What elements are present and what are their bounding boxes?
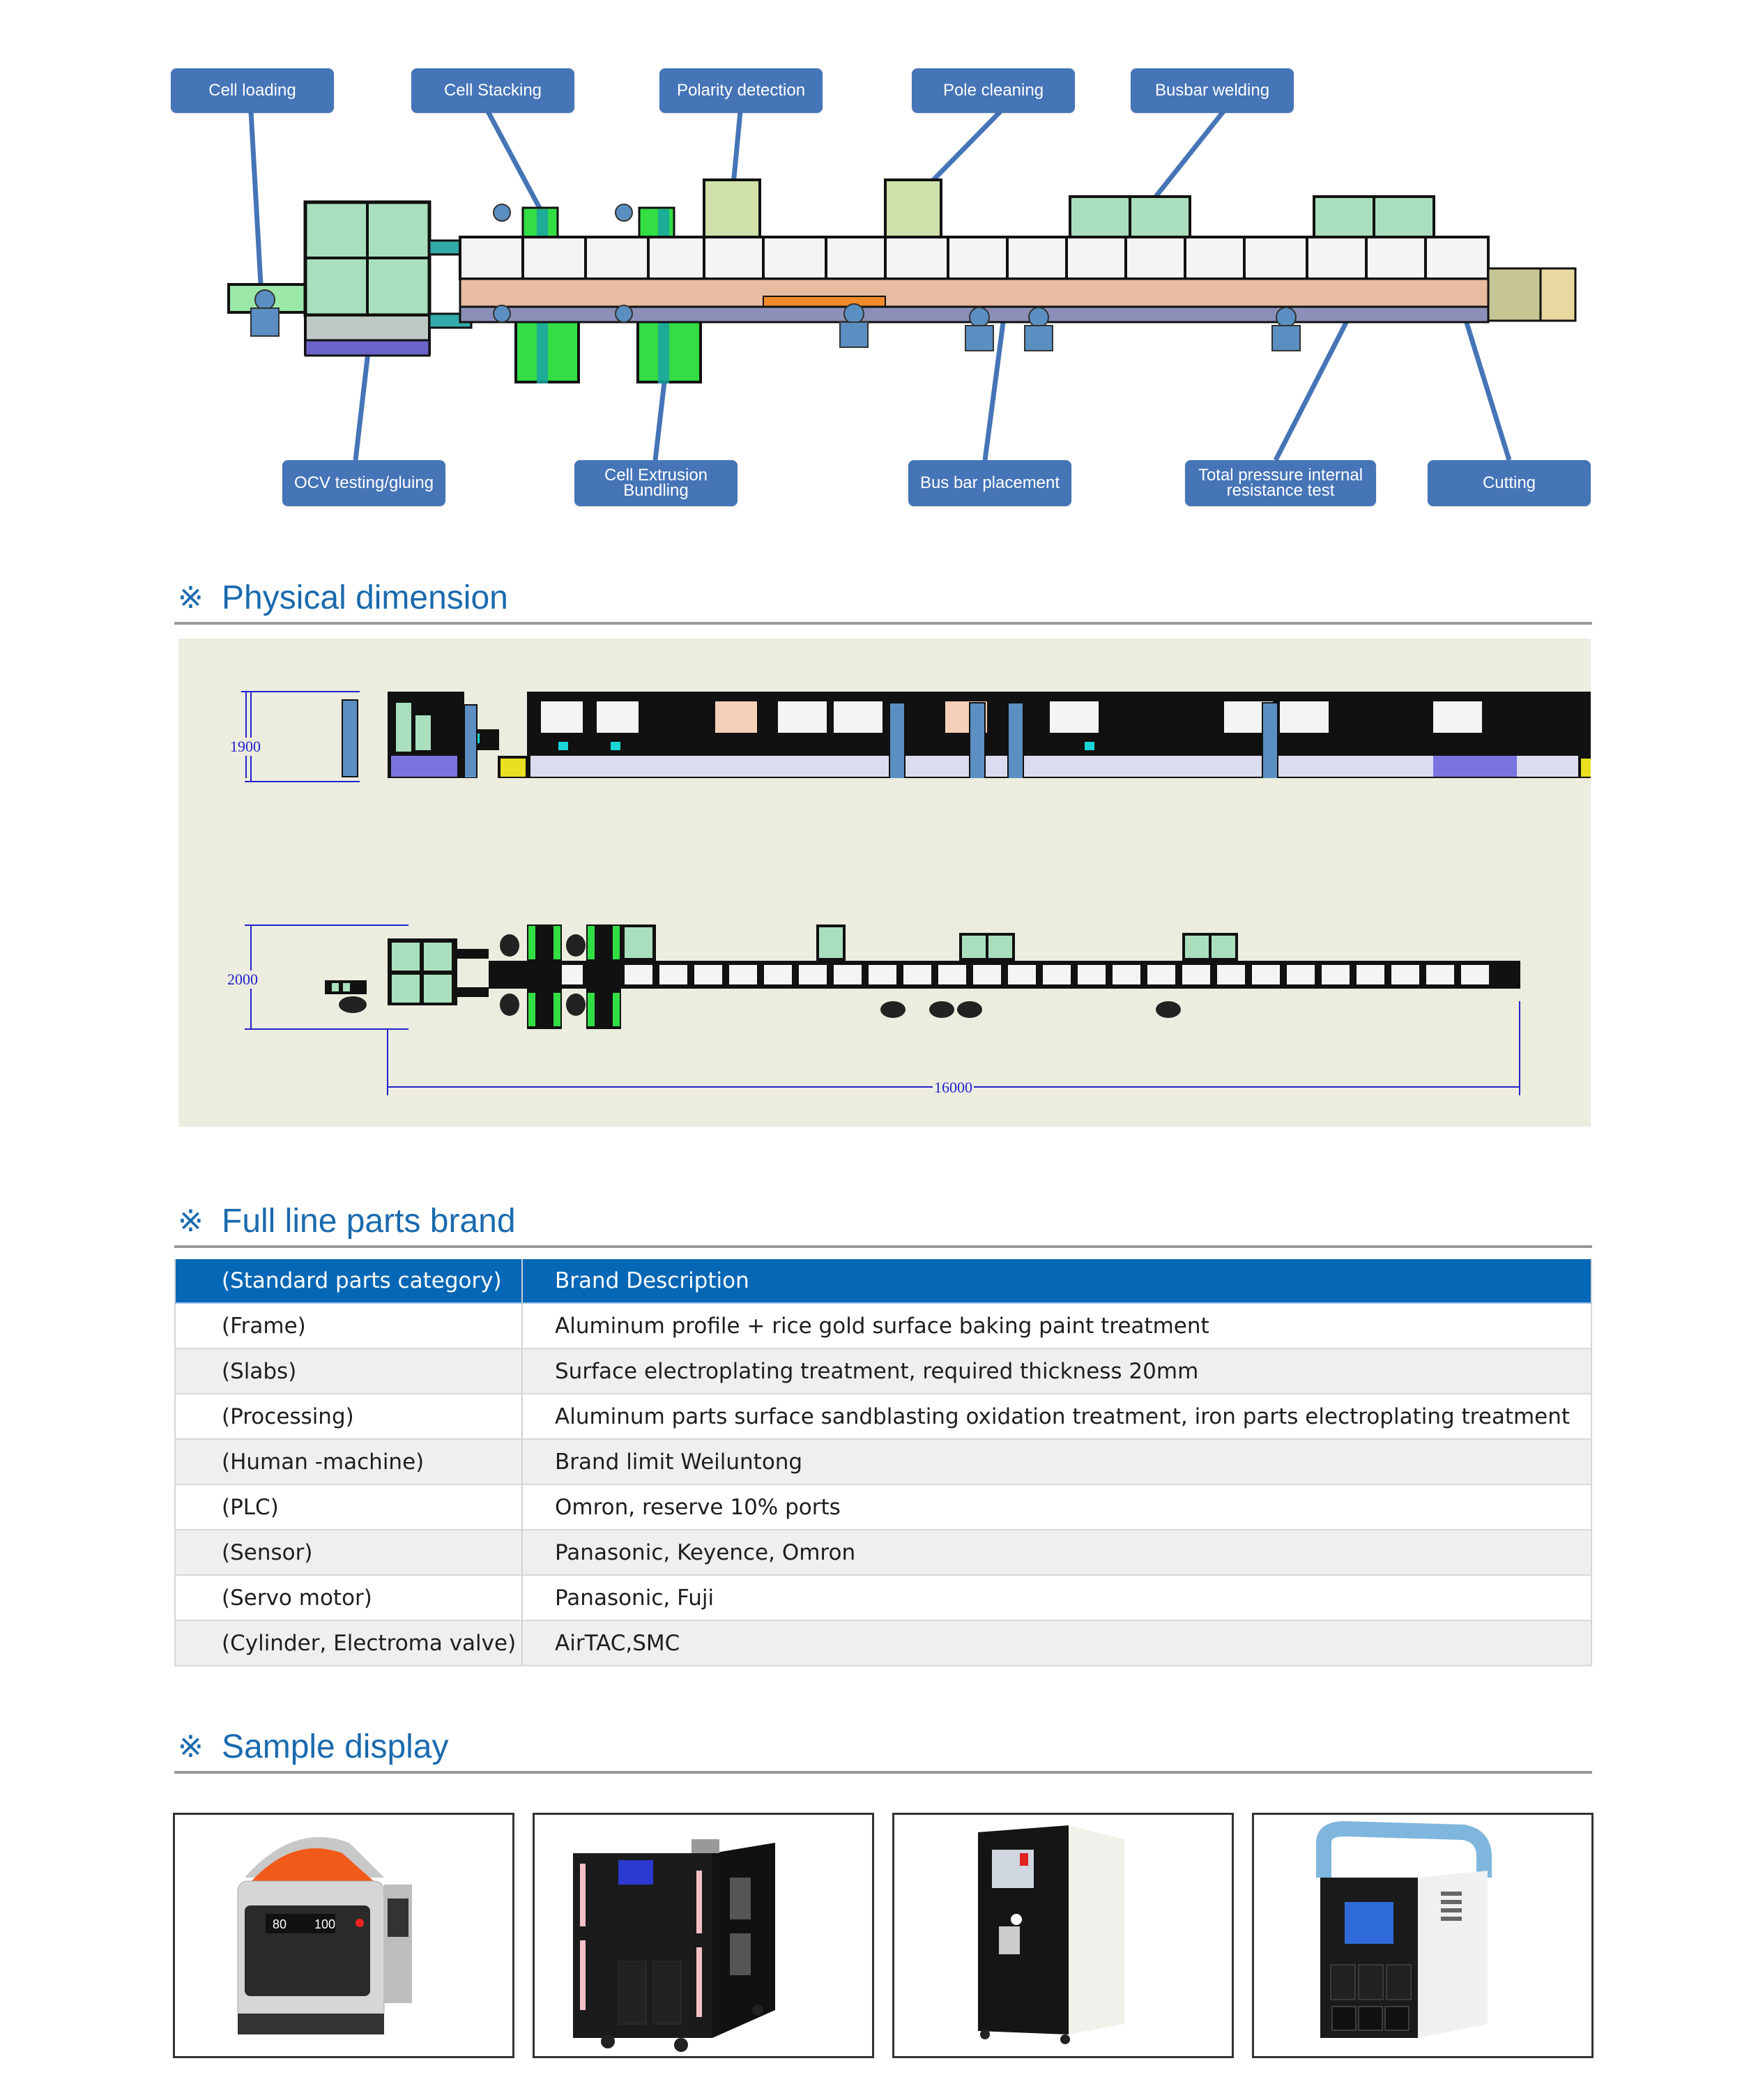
- callout-label-line2: resistance test: [1226, 481, 1335, 500]
- callout-label: Cutting: [1482, 473, 1536, 492]
- section-heading-sample-display: ※ Sample display: [174, 1722, 1592, 1774]
- plan-machines: [325, 925, 1520, 1029]
- callout-pole-cleaning: Pole cleaning: [912, 68, 1075, 113]
- callout-cutting: Cutting: [1428, 460, 1591, 506]
- callout-bus-bar-placement: Bus bar placement: [908, 460, 1071, 506]
- operators: [250, 204, 1301, 351]
- callout-label: Bus bar placement: [919, 473, 1060, 492]
- callout-pointers: [248, 109, 1512, 462]
- callout-label: Busbar welding: [1154, 81, 1270, 100]
- description-cell: Aluminum parts surface sandblasting oxid…: [522, 1394, 1591, 1440]
- table-row: (Human -machine)Brand limit Weiluntong: [175, 1439, 1591, 1485]
- column-header-category: (Standard parts category): [175, 1259, 523, 1304]
- table-row: (Processing)Aluminum parts surface sandb…: [175, 1394, 1591, 1440]
- dimension-drawing-svg: [241, 691, 1591, 931]
- sample-image-3: [892, 1813, 1234, 2058]
- sample-image-1: 80 100: [173, 1813, 514, 2058]
- description-cell: Panasonic, Keyence, Omron: [522, 1530, 1591, 1576]
- display-value-left: 80: [273, 1917, 286, 1931]
- callout-cell-stacking: Cell Stacking: [411, 68, 574, 113]
- category-cell: (Frame): [175, 1303, 523, 1349]
- callout-label: Pole cleaning: [942, 81, 1044, 100]
- category-cell: (Sensor): [175, 1530, 523, 1576]
- callout-label: OCV testing/gluing: [293, 473, 434, 492]
- callout-busbar-welding: Busbar welding: [1131, 68, 1294, 113]
- callout-label: Cell Stacking: [443, 81, 542, 100]
- plan-view-drawing: [178, 691, 1591, 1127]
- callout-label-line1: Cell Extrusion: [604, 466, 708, 485]
- category-cell: (Processing): [175, 1394, 523, 1440]
- table-row: (Servo motor)Panasonic, Fuji: [175, 1575, 1591, 1621]
- display-value-right: 100: [314, 1917, 335, 1931]
- section-title: Full line parts brand: [222, 1203, 516, 1240]
- category-cell: (Servo motor): [175, 1575, 523, 1621]
- callout-label-line1: Total pressure internal: [1198, 466, 1363, 485]
- description-cell: Surface electroplating treatment, requir…: [522, 1348, 1591, 1394]
- table-row: (Cylinder, Electroma valve)AirTAC,SMC: [175, 1620, 1591, 1666]
- description-cell: Panasonic, Fuji: [522, 1575, 1591, 1621]
- callout-polarity-detection: Polarity detection: [659, 68, 823, 113]
- description-cell: Omron, reserve 10% ports: [522, 1484, 1591, 1530]
- sample-gallery: 80 100: [173, 1813, 1595, 2058]
- power-station-silver-icon: 80 100: [237, 1836, 412, 2034]
- reference-mark-icon: ※: [178, 580, 204, 616]
- table-row: (PLC)Omron, reserve 10% ports: [175, 1484, 1591, 1530]
- table-row: (Slabs)Surface electroplating treatment,…: [175, 1348, 1591, 1394]
- category-cell: (Cylinder, Electroma valve): [175, 1620, 523, 1666]
- callout-label-line2: Bundling: [623, 481, 689, 500]
- description-cell: Aluminum profile + rice gold surface bak…: [522, 1303, 1591, 1349]
- callout-label: Cell loading: [208, 81, 296, 100]
- parts-brand-table: (Standard parts category) Brand Descript…: [174, 1259, 1592, 1666]
- description-cell: Brand limit Weiluntong: [522, 1439, 1591, 1485]
- table-row: (Frame)Aluminum profile + rice gold surf…: [175, 1303, 1591, 1349]
- callout-label: Polarity detection: [676, 81, 806, 100]
- callout-ocv-testing: OCV testing/gluing: [282, 460, 445, 506]
- production-line-illustration: [227, 109, 1577, 462]
- solar-storage-cabinet-icon: [978, 1825, 1124, 2044]
- reference-mark-icon: ※: [178, 1729, 204, 1765]
- process-flow-diagram: Cell loading Cell Stacking Polarity dete…: [0, 0, 1742, 530]
- sample-image-4: [1252, 1813, 1594, 2058]
- dimension-width-label: 2000: [226, 971, 259, 989]
- category-cell: (Human -machine): [175, 1439, 523, 1485]
- reference-mark-icon: ※: [178, 1203, 204, 1239]
- section-title: Physical dimension: [222, 579, 508, 616]
- dimension-length-label: 16000: [933, 1079, 974, 1097]
- column-header-description: Brand Description: [522, 1259, 1591, 1304]
- section-heading-parts-brand: ※ Full line parts brand: [174, 1196, 1592, 1248]
- power-station-blue-handle-icon: [1316, 1820, 1492, 2038]
- category-cell: (PLC): [175, 1484, 523, 1530]
- table-row: (Sensor)Panasonic, Keyence, Omron: [175, 1530, 1591, 1576]
- sample-image-2: [533, 1813, 874, 2058]
- front-elevation: [241, 691, 1591, 782]
- dimension-height-label: 1900: [229, 738, 262, 756]
- section-title: Sample display: [222, 1728, 449, 1765]
- description-cell: AirTAC,SMC: [522, 1620, 1591, 1666]
- table-header-row: (Standard parts category) Brand Descript…: [175, 1259, 1591, 1304]
- section-heading-physical-dimension: ※ Physical dimension: [174, 573, 1592, 625]
- category-cell: (Slabs): [175, 1348, 523, 1394]
- power-station-black-wheeled-icon: [573, 1839, 775, 2052]
- callout-cell-loading: Cell loading: [171, 68, 334, 113]
